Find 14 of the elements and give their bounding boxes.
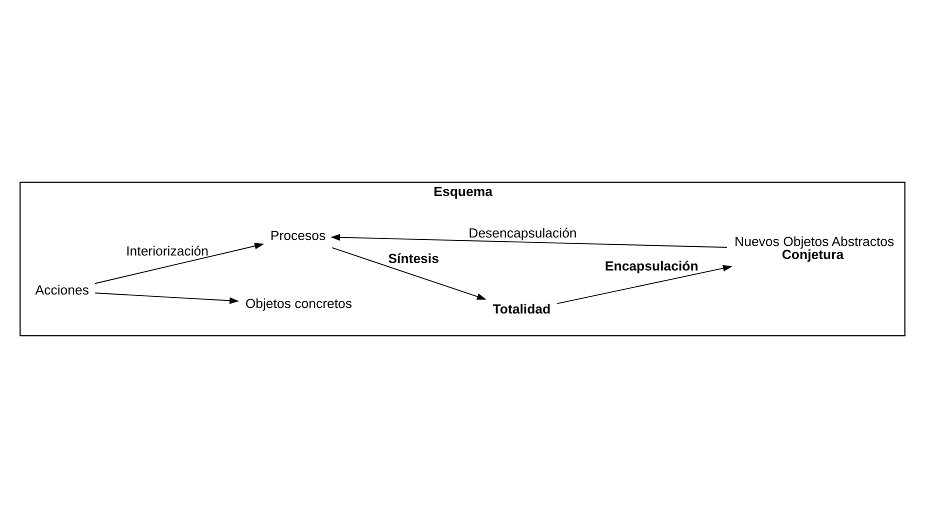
node-text: Acciones xyxy=(35,282,89,298)
node-text: Procesos xyxy=(270,227,326,242)
node-text: Totalidad xyxy=(492,301,551,316)
arrow xyxy=(332,246,486,300)
edge-label: Interiorización xyxy=(126,242,209,258)
edge-label: Desencapsulación xyxy=(468,224,577,240)
arrow xyxy=(556,264,732,304)
arrow xyxy=(94,242,264,284)
edge-label: Encapsulación xyxy=(604,258,698,274)
node-text: Nuevos Objetos Abstractos Conjetura xyxy=(734,233,894,262)
node-text: Objetos concretos xyxy=(245,295,352,310)
edge-label: Síntesis xyxy=(388,250,439,266)
arrow xyxy=(330,234,728,248)
arrow xyxy=(94,292,240,304)
